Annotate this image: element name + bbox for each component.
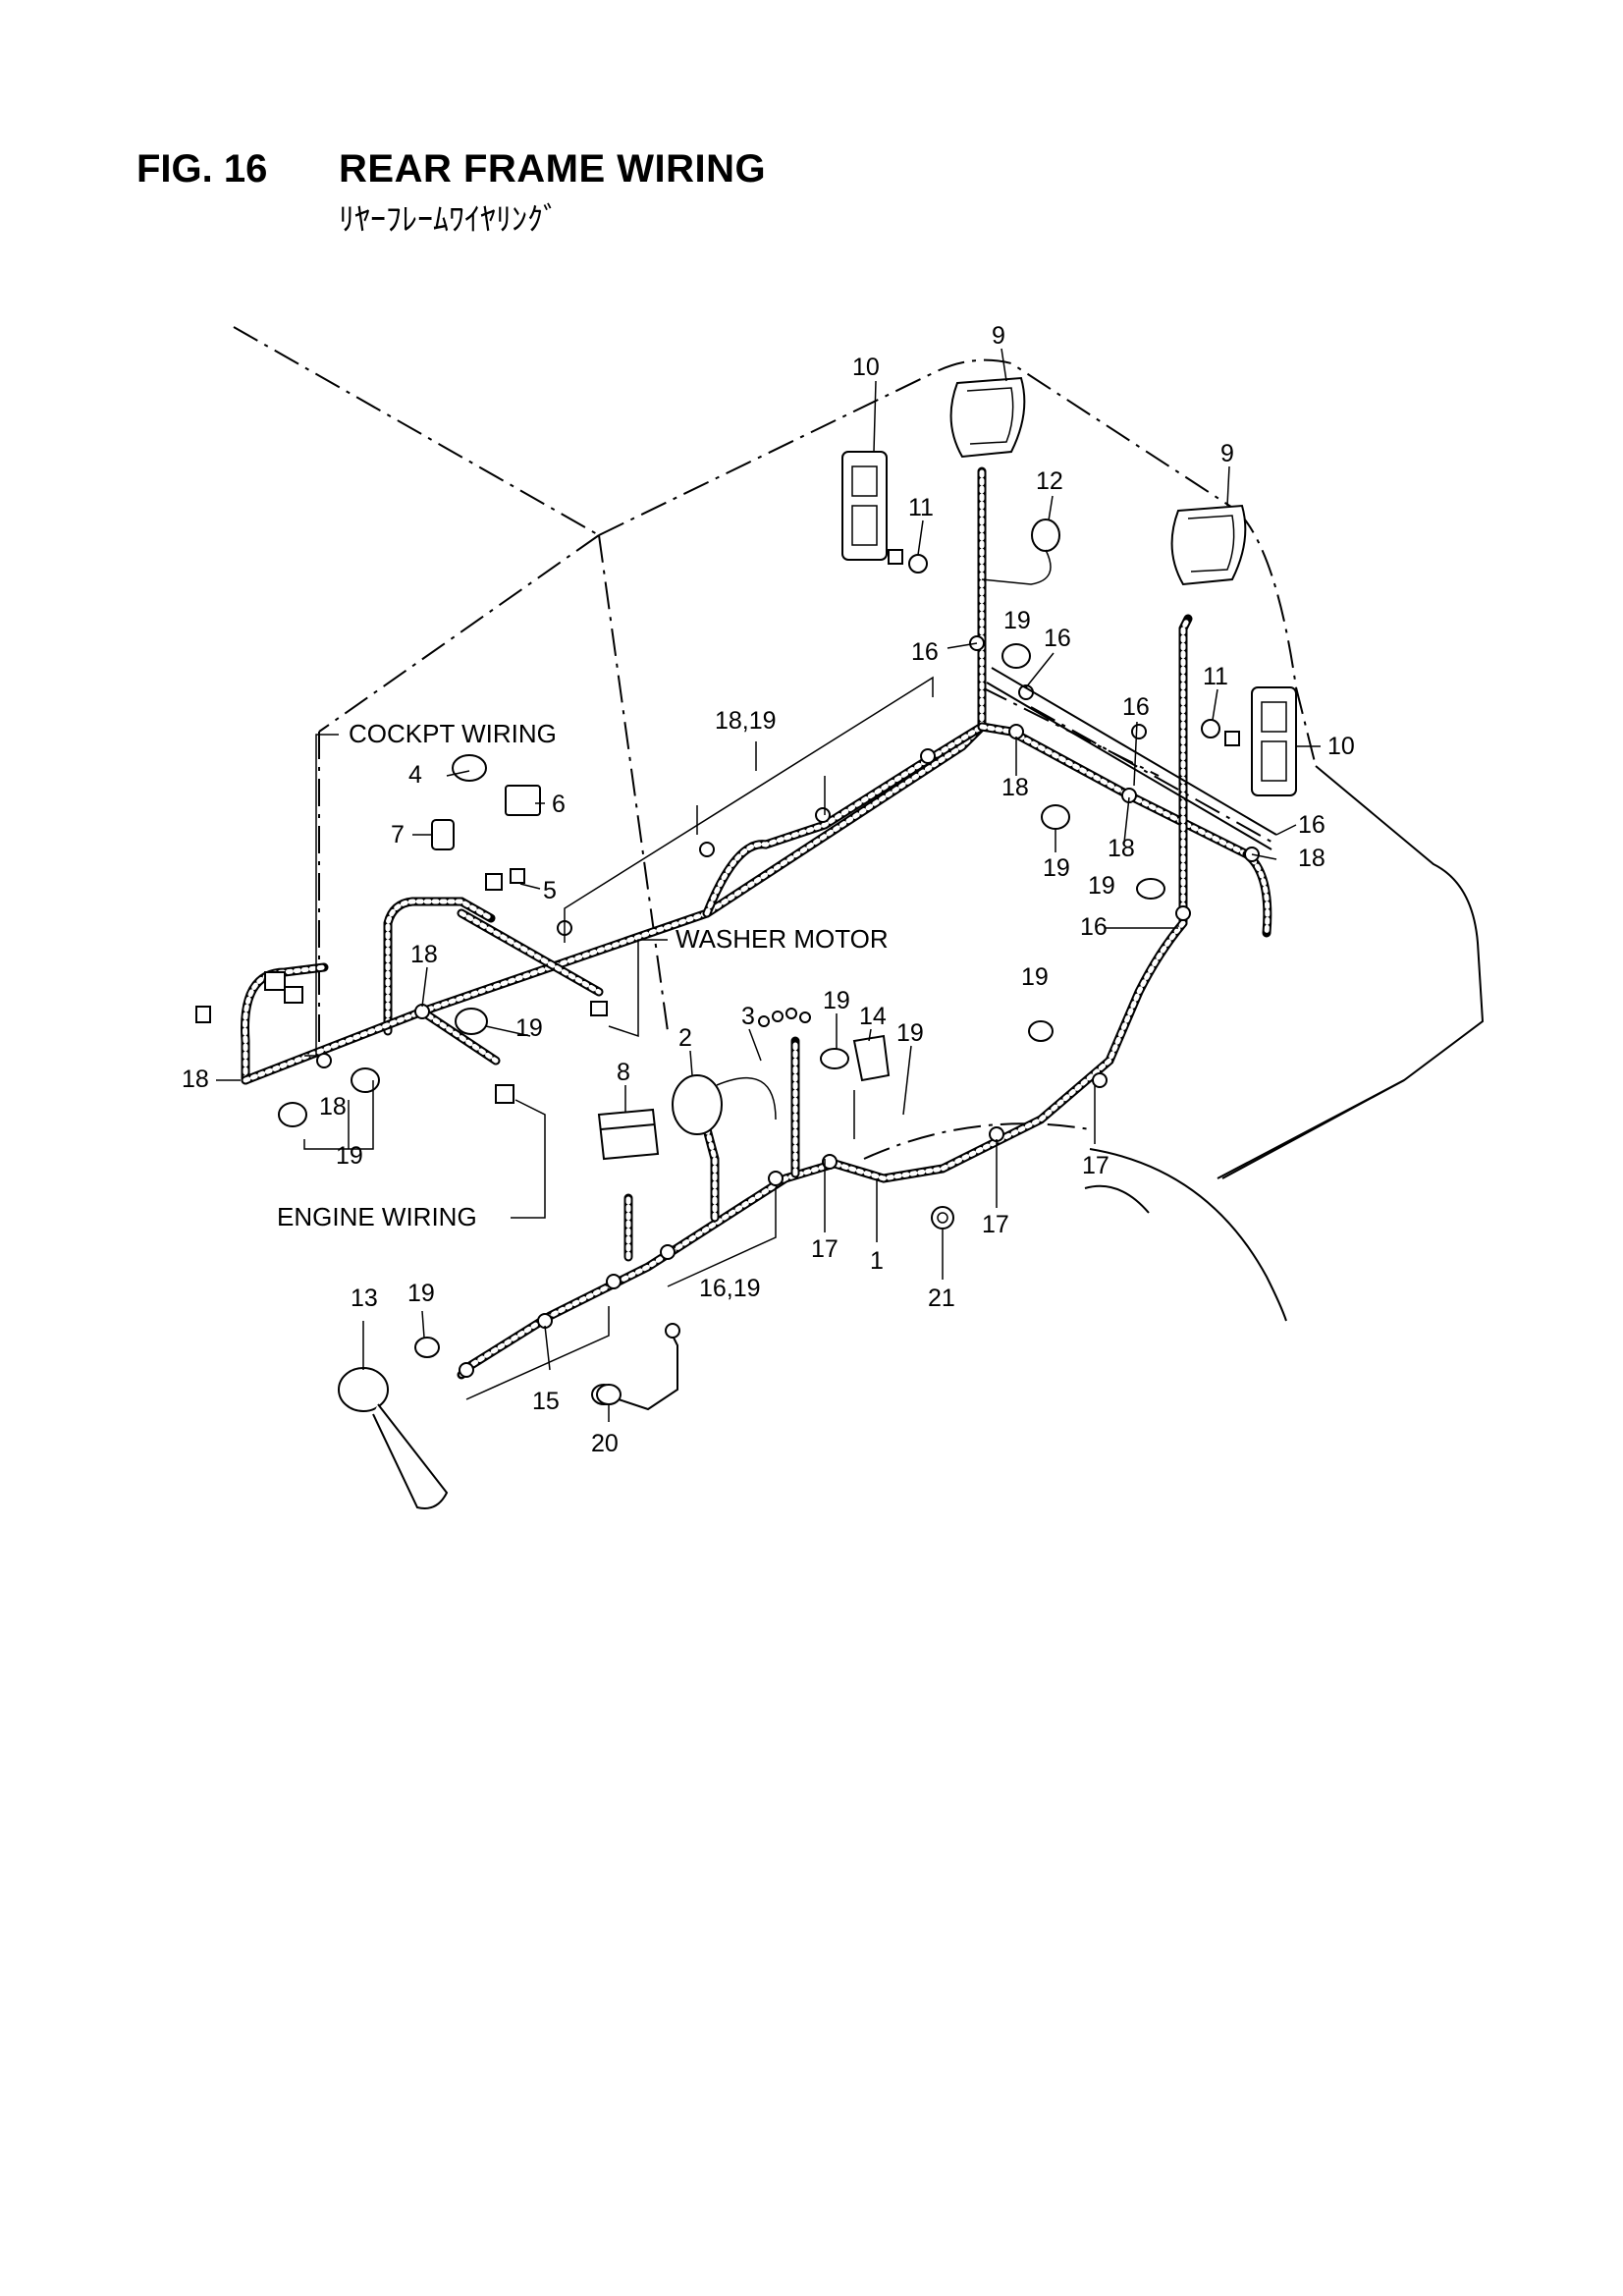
connector-5 bbox=[485, 873, 503, 891]
part-label-16: 16 bbox=[911, 638, 939, 666]
part-label-1: 1 bbox=[870, 1247, 884, 1275]
nut-21 bbox=[931, 1206, 954, 1230]
part-label-16-19: 16,19 bbox=[699, 1275, 761, 1302]
washer-motor-connector bbox=[590, 1001, 608, 1016]
part-label-17: 17 bbox=[1082, 1152, 1109, 1179]
part-label-19: 19 bbox=[1043, 854, 1070, 882]
part-label-18: 18 bbox=[182, 1066, 209, 1093]
part-label-20: 20 bbox=[591, 1430, 619, 1457]
socket-left bbox=[908, 554, 928, 574]
part-label-18: 18 bbox=[319, 1093, 347, 1121]
part-number-labels: 10 9 9 12 11 19 16 16 11 16 10 18,19 18 … bbox=[182, 322, 1355, 1457]
part-label-7: 7 bbox=[391, 821, 405, 848]
fuse-box-8 bbox=[597, 1108, 660, 1161]
callout-washer-motor: WASHER MOTOR bbox=[676, 924, 889, 954]
part-label-3: 3 bbox=[741, 1003, 755, 1030]
bolt-group bbox=[278, 643, 1165, 1405]
part-label-18: 18 bbox=[410, 941, 438, 968]
part-label-17: 17 bbox=[982, 1211, 1009, 1238]
part-label-9: 9 bbox=[992, 322, 1005, 350]
part-label-18: 18 bbox=[1108, 835, 1135, 862]
figure-subtitle-japanese: ﾘﾔｰﾌﾚｰﾑﾜｲﾔﾘﾝｸﾞ bbox=[339, 201, 560, 237]
part-label-19: 19 bbox=[1088, 872, 1115, 900]
part-label-15: 15 bbox=[532, 1388, 560, 1415]
flasher-7 bbox=[431, 819, 455, 850]
part-label-16: 16 bbox=[1080, 913, 1108, 941]
socket-right bbox=[1201, 719, 1220, 738]
washer-motor-2 bbox=[672, 1074, 723, 1135]
part-label-19: 19 bbox=[336, 1142, 363, 1170]
part-label-6: 6 bbox=[552, 791, 566, 818]
part-label-18-19: 18,19 bbox=[715, 707, 777, 735]
part-label-16: 16 bbox=[1044, 625, 1071, 652]
figure-title: REAR FRAME WIRING bbox=[339, 147, 767, 191]
part-label-14: 14 bbox=[859, 1003, 887, 1030]
frame-body bbox=[863, 765, 1485, 1322]
harness bbox=[241, 466, 1272, 1380]
components bbox=[195, 376, 1297, 1509]
part-label-21: 21 bbox=[928, 1285, 955, 1312]
part-label-5: 5 bbox=[543, 877, 557, 904]
part-label-11: 11 bbox=[1203, 663, 1228, 690]
part-label-4: 4 bbox=[408, 761, 422, 789]
part-label-12: 12 bbox=[1036, 467, 1063, 495]
figure-number: FIG. 16 bbox=[136, 147, 268, 191]
work-light-right bbox=[1170, 504, 1247, 586]
part-label-16: 16 bbox=[1298, 811, 1325, 839]
unit-6 bbox=[505, 785, 541, 816]
part-label-16: 16 bbox=[1122, 693, 1150, 721]
horn-13 bbox=[338, 1367, 449, 1509]
engine-wiring-connector bbox=[495, 1084, 514, 1104]
part-label-18: 18 bbox=[1298, 845, 1325, 872]
leader-lines bbox=[216, 348, 1321, 1422]
part-label-19: 19 bbox=[1021, 963, 1049, 991]
part-label-9: 9 bbox=[1220, 440, 1234, 467]
part-label-19: 19 bbox=[515, 1014, 543, 1042]
ground-cable-20 bbox=[596, 1323, 680, 1411]
part-label-13: 13 bbox=[351, 1285, 378, 1312]
work-light-left bbox=[949, 376, 1026, 459]
bracket-14 bbox=[852, 1034, 891, 1082]
part-label-2: 2 bbox=[678, 1024, 692, 1052]
part-label-17: 17 bbox=[811, 1235, 839, 1263]
part-label-18: 18 bbox=[1001, 774, 1029, 801]
part-label-19: 19 bbox=[1003, 607, 1031, 634]
connector-12 bbox=[1031, 519, 1060, 552]
part-label-10: 10 bbox=[852, 354, 880, 381]
part-label-8: 8 bbox=[617, 1059, 630, 1086]
part-label-11: 11 bbox=[908, 494, 934, 521]
callout-engine-wiring: ENGINE WIRING bbox=[277, 1202, 477, 1231]
part-label-19: 19 bbox=[407, 1280, 435, 1307]
relay-4 bbox=[452, 754, 487, 782]
part-label-19: 19 bbox=[823, 987, 850, 1014]
part-label-10: 10 bbox=[1327, 733, 1355, 760]
part-label-19: 19 bbox=[896, 1019, 924, 1047]
callout-cockpit-wiring: COCKPT WIRING bbox=[349, 719, 557, 748]
